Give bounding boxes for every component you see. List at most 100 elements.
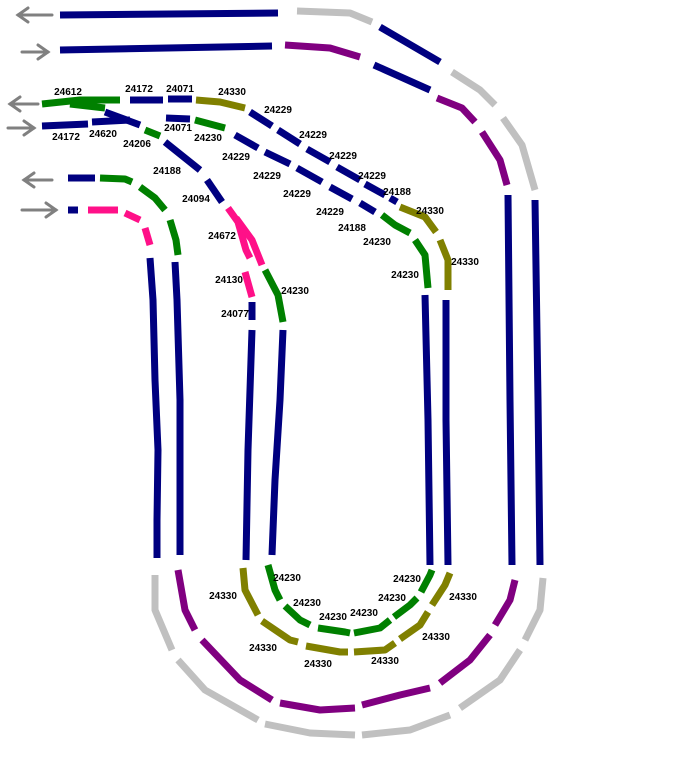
track-segment-navy <box>263 148 292 168</box>
track-label: 24330 <box>451 257 479 268</box>
track-segment-green <box>353 617 393 637</box>
track-segment-olive <box>436 238 452 290</box>
track-segment-purple <box>174 569 199 632</box>
track-segment-purple <box>435 94 478 125</box>
track-segment-green <box>264 564 284 602</box>
track-label: 24230 <box>293 598 321 609</box>
track-label: 24330 <box>218 87 246 98</box>
track-segment-navy <box>162 139 203 173</box>
track-segment-navy <box>358 199 377 216</box>
track-label: 24229 <box>329 151 357 162</box>
track-label: 24612 <box>54 87 82 98</box>
track-label: 24230 <box>319 612 347 623</box>
track-segment-navy <box>204 178 225 204</box>
track-segment-green <box>261 268 287 323</box>
track-label: 24230 <box>194 133 222 144</box>
track-segment-navy <box>305 145 332 166</box>
arrow-right-icon <box>20 43 51 61</box>
track-label: 24077 <box>221 309 249 320</box>
track-segment-olive <box>195 96 246 112</box>
track-segment-navy <box>276 127 302 147</box>
track-segment-purple <box>491 579 519 627</box>
track-label: 24230 <box>350 608 378 619</box>
track-segment-olive <box>239 567 262 617</box>
track-segment-navy <box>388 194 399 206</box>
track-segment-gray <box>264 720 356 739</box>
track-segment-olive <box>397 610 431 642</box>
track-segment-purple <box>279 699 356 714</box>
track-segment-green <box>166 218 182 256</box>
track-label: 24229 <box>299 130 327 141</box>
track-label: 24071 <box>164 123 192 134</box>
arrow-left-icon <box>21 171 54 189</box>
track-segment-navy <box>372 61 432 94</box>
track-segment-pink <box>141 227 154 246</box>
track-segment-green <box>194 116 226 132</box>
track-label: 24206 <box>123 139 151 150</box>
track-label: 24094 <box>182 194 210 205</box>
track-label: 24229 <box>358 171 386 182</box>
track-segment-green <box>99 174 134 186</box>
track-segment-gray <box>457 648 523 711</box>
track-segment-olive <box>260 618 299 646</box>
track-label: 24172 <box>125 84 153 95</box>
track-segment-gray <box>175 657 260 724</box>
track-segment-green <box>391 595 420 620</box>
track-segment-olive <box>353 640 398 656</box>
track-segment-gray <box>296 7 374 26</box>
track-segment-green <box>41 96 120 108</box>
track-segment-navy <box>363 180 387 199</box>
track-segment-navy <box>442 300 452 566</box>
track-label: 24229 <box>316 207 344 218</box>
track-segment-navy <box>41 120 89 130</box>
track-segment-pink <box>241 271 256 298</box>
track-segment-gray <box>361 711 452 739</box>
track-label: 24230 <box>363 237 391 248</box>
track-segment-navy <box>165 114 191 123</box>
track-label: 24620 <box>89 129 117 140</box>
track-label: 24230 <box>391 270 419 281</box>
track-segment-navy <box>233 131 260 152</box>
track-segment-pink <box>233 215 266 267</box>
track-label: 24330 <box>416 206 444 217</box>
track-label: 24330 <box>449 592 477 603</box>
direction-arrows <box>6 6 59 219</box>
track-segment-navy <box>242 329 256 561</box>
track-label: 24188 <box>153 166 181 177</box>
track-segment-navy <box>146 257 162 558</box>
track-label: 24229 <box>253 171 281 182</box>
track-segment-purple <box>284 41 362 61</box>
track-segment-green <box>69 100 106 112</box>
track-segments <box>41 7 547 739</box>
track-segment-navy <box>248 109 274 129</box>
track-segment-olive <box>398 203 439 235</box>
track-label: 24230 <box>281 286 309 297</box>
track-segment-navy <box>171 261 184 555</box>
track-label: 24672 <box>208 231 236 242</box>
arrow-left-icon <box>15 6 54 24</box>
track-label: 24330 <box>422 632 450 643</box>
track-label: 24229 <box>222 152 250 163</box>
track-segment-olive <box>429 571 454 607</box>
track-segment-green <box>143 126 162 140</box>
track-label: 24229 <box>264 105 292 116</box>
track-label: 24130 <box>215 275 243 286</box>
track-segment-navy <box>335 163 362 184</box>
track-segment-gray <box>500 115 539 191</box>
track-segment-gray <box>450 69 498 108</box>
track-segment-purple <box>479 130 511 186</box>
track-segment-navy <box>268 329 287 556</box>
track-segment-navy <box>103 108 142 129</box>
track-label: 24330 <box>249 643 277 654</box>
track-segment-navy <box>504 194 516 566</box>
track-segment-navy <box>531 199 544 566</box>
track-segment-navy <box>421 294 434 566</box>
track-segment-green <box>417 568 436 594</box>
track-label: 24230 <box>378 593 406 604</box>
track-label: 24330 <box>371 656 399 667</box>
track-segment-gray <box>151 575 176 652</box>
track-segment-gray <box>521 577 547 642</box>
track-segment-green <box>412 238 432 289</box>
